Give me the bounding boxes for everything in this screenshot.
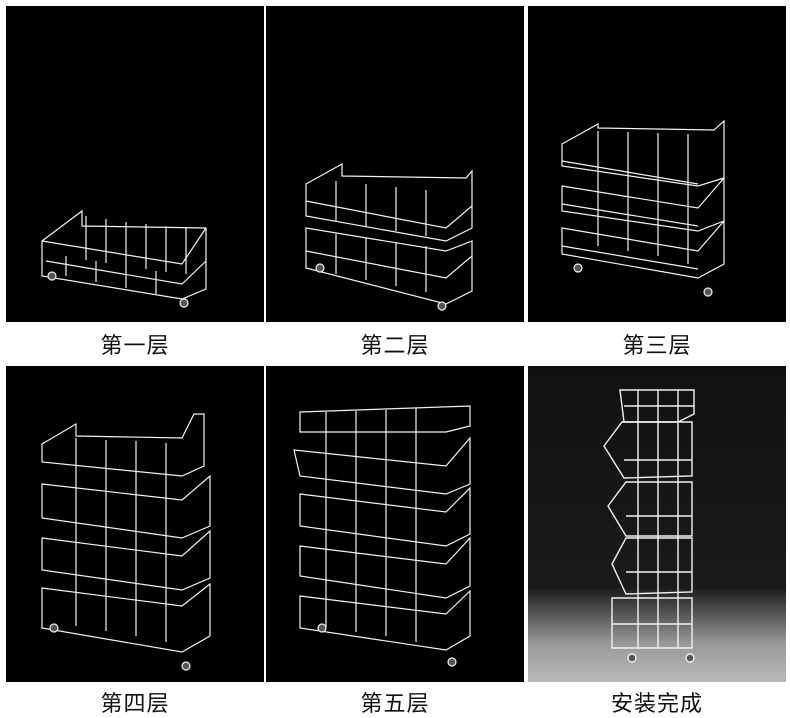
caption-tier-5: 第五层 (360, 692, 430, 717)
caption-tier-2: 第二层 (360, 334, 430, 359)
photo-two-tier-basket (266, 6, 524, 322)
one-tier-rack-image (41, 209, 207, 308)
three-tier-rack-image (561, 119, 725, 297)
photo-installed-rack (528, 366, 786, 682)
photo-five-tier-basket (266, 366, 524, 682)
photo-three-tier-basket (528, 6, 786, 322)
caption-tier-1: 第一层 (100, 334, 170, 359)
five-tier-rack-image (293, 405, 471, 667)
four-tier-rack-image (41, 413, 211, 671)
photo-four-tier-basket (6, 366, 264, 682)
photo-one-tier-basket (6, 6, 264, 322)
caption-installed: 安装完成 (610, 692, 703, 717)
caption-tier-3: 第三层 (622, 334, 692, 359)
two-tier-rack-image (305, 162, 473, 311)
installed-rack-image (603, 389, 695, 663)
caption-tier-4: 第四层 (100, 692, 170, 717)
